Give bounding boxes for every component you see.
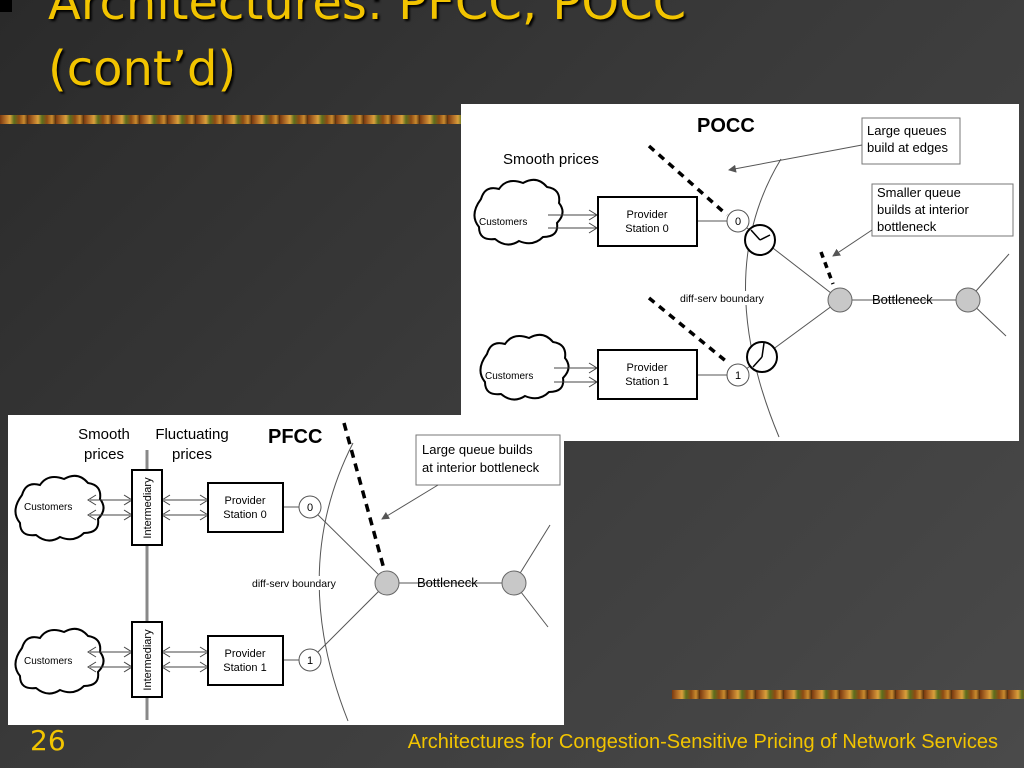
pocc-bottleneck-label: Bottleneck [872, 292, 933, 307]
pocc-remote-node [955, 287, 981, 313]
pocc-smooth-prices: Smooth prices [503, 151, 599, 168]
pocc-meter-icon-top [744, 224, 776, 256]
pocc-callout-edges-line2: build at edges [867, 140, 948, 155]
pocc-node0-label: 0 [735, 216, 741, 228]
pocc-station0-line2: Station 0 [625, 223, 668, 235]
pfcc-fluct-line2: prices [172, 446, 212, 463]
pfcc-intermediary-top: Intermediary [131, 469, 163, 546]
pfcc-node0-label: 0 [307, 502, 313, 514]
pfcc-smooth-line1: Smooth [78, 426, 130, 443]
pfcc-diagram: PFCC Smooth prices Fluctuating prices La… [8, 415, 564, 725]
pocc-meter-icon-bottom [746, 341, 778, 373]
pocc-link-arrows-top [548, 209, 598, 234]
pfcc-bottleneck-node [374, 570, 400, 596]
pocc-station-0: Provider Station 0 [597, 196, 698, 247]
slide-title-line2: (cont’d) [48, 41, 237, 97]
pocc-station1-line1: Provider [627, 362, 668, 374]
pfcc-customers-top: Customers [14, 474, 105, 542]
pfcc-intermediary-bottom: Intermediary [131, 621, 163, 698]
slide-title-line1: Architectures: PFCC, POCC [48, 0, 687, 31]
pfcc-customers-bottom: Customers [14, 627, 105, 695]
pfcc-intermediary-bottom-label: Intermediary [142, 629, 154, 691]
bullet-square [0, 0, 12, 12]
pocc-callout-interior: Smaller queue builds at interior bottlen… [832, 183, 1014, 257]
pocc-callout-edges: Large queues build at edges [728, 117, 961, 173]
pocc-callout-interior-line1: Smaller queue [877, 185, 961, 200]
pocc-customers-top: Customers [473, 178, 564, 246]
pocc-node-0: 0 [726, 209, 750, 233]
pocc-diagram-svg: POCC Smooth prices Large queues build at… [473, 115, 1014, 438]
pfcc-node-1: 1 [298, 648, 322, 672]
pocc-boundary-top [647, 144, 729, 217]
pocc-customers-bottom: Customers [479, 333, 570, 401]
pocc-callout-edges-line1: Large queues [867, 123, 947, 138]
pfcc-station0-line2: Station 0 [223, 509, 266, 521]
pfcc-callout-line1: Large queue builds [422, 442, 533, 457]
pfcc-fluct-line1: Fluctuating [155, 426, 228, 443]
pfcc-diagram-svg: PFCC Smooth prices Fluctuating prices La… [14, 422, 561, 722]
pfcc-station1-line1: Provider [225, 648, 266, 660]
pfcc-smooth-line2: prices [84, 446, 124, 463]
pfcc-callout-line2: at interior bottleneck [422, 460, 540, 475]
pocc-station1-line2: Station 1 [625, 376, 668, 388]
pocc-customers-bottom-label: Customers [485, 371, 533, 382]
pocc-node-1: 1 [726, 363, 750, 387]
pocc-station-1: Provider Station 1 [597, 349, 698, 400]
pfcc-node-0: 0 [298, 495, 322, 519]
pfcc-station1-line2: Station 1 [223, 662, 266, 674]
pocc-bottleneck-node [827, 287, 853, 313]
pfcc-boundary-interior [342, 422, 386, 570]
pocc-boundary-interior [819, 251, 835, 285]
pocc-diagram: POCC Smooth prices Large queues build at… [461, 104, 1019, 441]
pfcc-station-1: Provider Station 1 [207, 635, 284, 686]
pocc-callout-interior-line3: bottleneck [877, 219, 937, 234]
pfcc-bottleneck-label: Bottleneck [417, 575, 478, 590]
slide-number: 26 [30, 724, 66, 757]
pfcc-customers-top-label: Customers [24, 502, 72, 513]
pfcc-callout: Large queue builds at interior bottlenec… [381, 434, 561, 520]
pocc-callout-interior-line2: builds at interior [877, 202, 969, 217]
pfcc-node1-label: 1 [307, 655, 313, 667]
pocc-title: POCC [697, 115, 755, 137]
pfcc-diffserv-label: diff-serv boundary [252, 578, 337, 590]
pfcc-intermediary-top-label: Intermediary [142, 477, 154, 539]
pocc-node1-label: 1 [735, 370, 741, 382]
pocc-diffserv-label: diff-serv boundary [680, 293, 765, 305]
pfcc-title: PFCC [268, 426, 322, 448]
slide-title: Architectures: PFCC, POCC (cont’d) [48, 0, 686, 102]
pfcc-station-0: Provider Station 0 [207, 482, 284, 533]
slide-footer: Architectures for Congestion-Sensitive P… [407, 731, 998, 753]
decorative-stripe-top [0, 115, 462, 124]
pocc-customers-top-label: Customers [479, 217, 527, 228]
pfcc-remote-node [501, 570, 527, 596]
pocc-station0-line1: Provider [627, 209, 668, 221]
pfcc-station0-line1: Provider [225, 495, 266, 507]
decorative-stripe-bottom [672, 690, 1024, 699]
pocc-boundary-bottom [647, 296, 729, 364]
pfcc-customers-bottom-label: Customers [24, 656, 72, 667]
